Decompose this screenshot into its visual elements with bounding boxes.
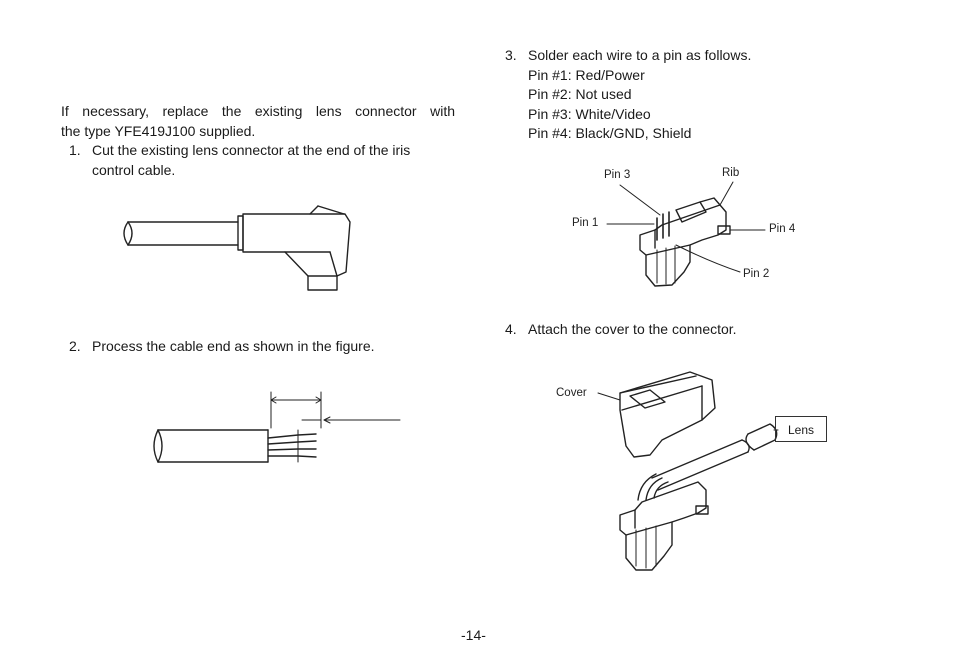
label-pin-2: Pin 2 <box>743 268 770 280</box>
step-3-line-1: Solder each wire to a pin as follows. <box>528 47 752 63</box>
step-number: 3. <box>505 47 517 63</box>
label-pin-3: Pin 3 <box>604 169 631 181</box>
page-number: -14- <box>461 627 486 643</box>
step-1-line-2: control cable. <box>92 162 176 178</box>
step-number: 1. <box>69 142 81 158</box>
label-pin-1: Pin 1 <box>572 217 599 229</box>
pin-1-assignment: Pin #1: Red/Power <box>528 67 645 83</box>
figure-3-connector-pins <box>606 181 766 287</box>
label-rib: Rib <box>722 167 740 179</box>
step-4-line-1: Attach the cover to the connector. <box>528 321 737 337</box>
pin-4-assignment: Pin #4: Black/GND, Shield <box>528 125 692 141</box>
step-1-line-1: Cut the existing lens connector at the e… <box>92 142 411 158</box>
intro-line-2: the type YFE419J100 supplied. <box>61 122 256 139</box>
intro-line-1: If necessary, replace the existing lens … <box>61 103 455 119</box>
step-2-line-1: Process the cable end as shown in the fi… <box>92 338 375 354</box>
figure-4-cover-assembly <box>597 371 779 571</box>
pin-2-assignment: Pin #2: Not used <box>528 86 632 102</box>
pin-3-assignment: Pin #3: White/Video <box>528 106 651 122</box>
label-pin-4: Pin 4 <box>769 223 796 235</box>
figure-2-processed-cable <box>153 391 401 463</box>
intro-paragraph: If necessary, replace the existing lens … <box>61 102 455 141</box>
step-number: 4. <box>505 321 517 337</box>
step-number: 2. <box>69 338 81 354</box>
figure-1-cable-with-connector <box>123 205 351 291</box>
label-cover: Cover <box>556 387 587 399</box>
label-lens: Lens <box>775 416 827 442</box>
